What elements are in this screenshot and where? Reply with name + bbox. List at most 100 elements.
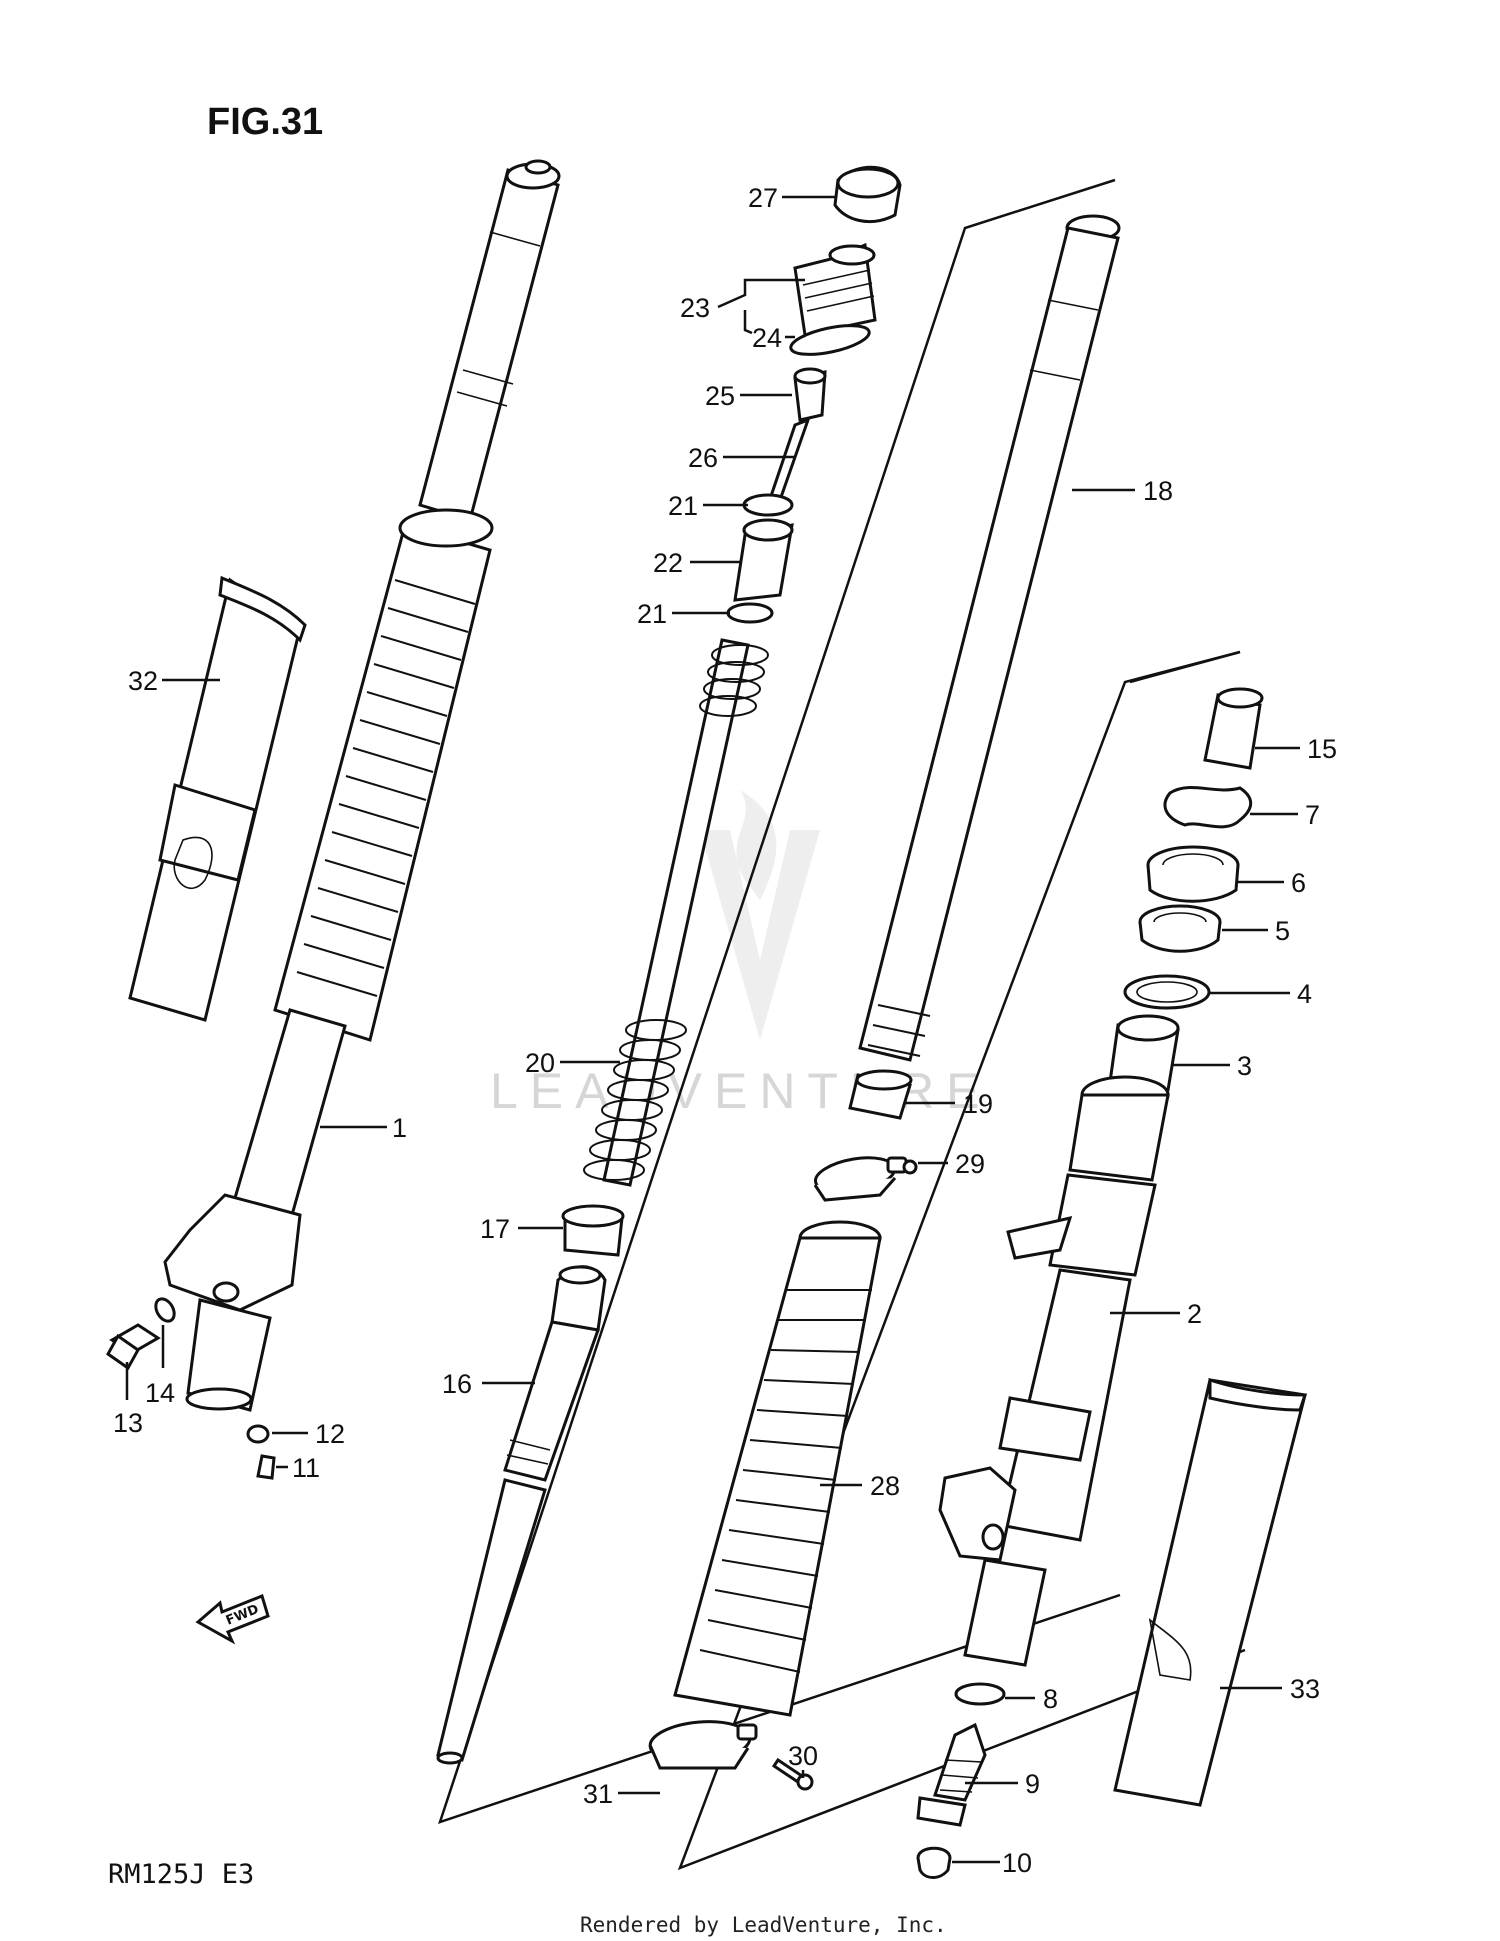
clamp-31	[648, 1720, 758, 1770]
callout-14: 14	[145, 1325, 175, 1408]
inner-tube-18	[858, 214, 1121, 1062]
callout-label: 17	[480, 1214, 510, 1244]
callout-label: 3	[1237, 1051, 1252, 1081]
callout-label: 15	[1307, 734, 1337, 764]
callout-32: 32	[128, 666, 220, 696]
callout-12: 12	[272, 1419, 345, 1449]
callout-5: 5	[1222, 916, 1290, 946]
outer-tube-2	[938, 1075, 1170, 1667]
figure-title: FIG.31	[207, 101, 323, 143]
oil-lock-15	[1203, 687, 1264, 770]
fork-guard-right	[1113, 1377, 1308, 1807]
callout-25: 25	[705, 381, 792, 411]
callout-label: 21	[668, 491, 698, 521]
nut-25	[793, 367, 827, 422]
callout-label: 2	[1187, 1299, 1202, 1329]
callout-label: 4	[1297, 979, 1312, 1009]
cap-27	[833, 165, 902, 224]
callout-3: 3	[1172, 1051, 1252, 1081]
callout-13: 13	[113, 1362, 143, 1438]
callout-10: 10	[952, 1848, 1032, 1878]
valve-9	[916, 1722, 987, 1827]
callout-label: 19	[963, 1089, 993, 1119]
callout-24: 24	[752, 323, 795, 353]
callout-label: 7	[1305, 800, 1320, 830]
fork-outer-tube-assembly	[163, 159, 561, 1412]
callout-label: 33	[1290, 1674, 1320, 1704]
callout-29: 29	[918, 1149, 985, 1179]
seal-6	[1146, 845, 1240, 903]
callout-label: 27	[748, 183, 778, 213]
callout-33: 33	[1220, 1674, 1320, 1704]
gasket-7	[1163, 785, 1253, 829]
callout-21-upper: 21	[668, 491, 748, 521]
callout-21-lower: 21	[637, 599, 730, 629]
callout-22: 22	[653, 548, 742, 578]
callout-17: 17	[480, 1214, 563, 1244]
cap-bolt-23	[789, 242, 877, 356]
callout-label: 18	[1143, 476, 1173, 506]
washer-4	[1123, 974, 1211, 1010]
collar-22	[733, 518, 794, 602]
callout-2: 2	[1110, 1299, 1202, 1329]
fork-boot-28	[673, 1220, 882, 1717]
clamp-29	[813, 1156, 918, 1202]
callout-18: 18	[1072, 476, 1173, 506]
callout-label: 6	[1291, 868, 1306, 898]
callout-label: 26	[688, 443, 718, 473]
cap-10	[916, 1846, 952, 1879]
axle-holder-bolt	[106, 1323, 161, 1371]
drain-washer	[246, 1424, 270, 1444]
callout-label: 13	[113, 1408, 143, 1438]
footer-text: Rendered by LeadVenture, Inc.	[580, 1913, 947, 1937]
callout-label: 31	[583, 1779, 613, 1809]
watermark-logo	[700, 790, 820, 1040]
screw-30	[771, 1757, 814, 1791]
drain-bolt	[256, 1454, 276, 1480]
callout-label: 1	[392, 1113, 407, 1143]
washer-21-upper	[742, 493, 794, 517]
model-code: RM125J E3	[108, 1859, 254, 1890]
callout-4: 4	[1210, 979, 1312, 1009]
fwd-arrow-icon: FWD	[195, 1593, 270, 1645]
damper-rod-spring-20	[583, 638, 769, 1187]
callout-label: 20	[525, 1048, 555, 1078]
rod-26	[765, 417, 811, 508]
bushing-17	[561, 1204, 625, 1257]
callout-27: 27	[748, 183, 836, 213]
cylinder-16	[436, 1265, 607, 1765]
callout-label: 30	[788, 1741, 818, 1771]
callout-15: 15	[1255, 734, 1337, 764]
washer-21-lower	[726, 602, 774, 624]
callout-label: 25	[705, 381, 735, 411]
callout-6: 6	[1238, 868, 1306, 898]
callout-label: 10	[1002, 1848, 1032, 1878]
callout-30: 30	[788, 1741, 818, 1778]
watermark-text: LEADVENTURE	[490, 1063, 992, 1119]
callout-8: 8	[1005, 1684, 1058, 1714]
callout-label: 14	[145, 1378, 175, 1408]
callout-16: 16	[442, 1369, 535, 1399]
callout-23: 23	[680, 278, 805, 335]
callout-19: 19	[905, 1089, 993, 1119]
bushing-19	[848, 1069, 913, 1120]
callout-label: 22	[653, 548, 683, 578]
washer-8	[954, 1682, 1006, 1706]
callout-9: 9	[965, 1769, 1040, 1799]
callout-label: 16	[442, 1369, 472, 1399]
callout-label: 23	[680, 293, 710, 323]
callout-20: 20	[525, 1048, 620, 1078]
callout-31: 31	[583, 1779, 660, 1809]
callout-7: 7	[1250, 800, 1320, 830]
callout-label: 29	[955, 1149, 985, 1179]
callout-label: 12	[315, 1419, 345, 1449]
axle-bolt-washer	[154, 1297, 176, 1323]
callout-label: 24	[752, 323, 782, 353]
callout-11: 11	[276, 1453, 320, 1483]
callout-1: 1	[320, 1113, 407, 1143]
callout-label: 5	[1275, 916, 1290, 946]
ring-5	[1138, 904, 1222, 953]
callout-label: 8	[1043, 1684, 1058, 1714]
callout-label: 9	[1025, 1769, 1040, 1799]
